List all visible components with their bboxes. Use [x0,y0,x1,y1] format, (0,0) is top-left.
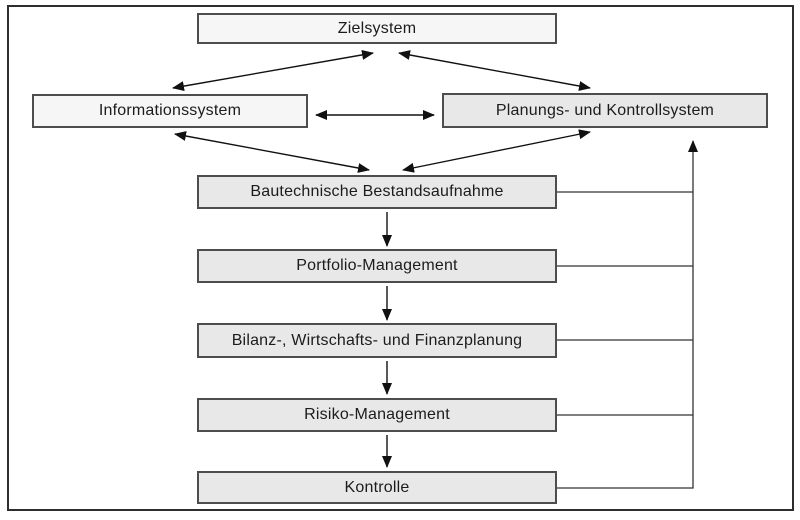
node-bautechnische-bestandsaufnahme-label: Bautechnische Bestandsaufnahme [250,183,504,200]
node-informationssystem-label: Informationssystem [98,102,242,119]
node-planungs-und-kontrollsystem: Planungs- und Kontrollsystem [442,93,768,128]
node-bilanz-wirtschafts-finanzplanung-label: Bilanz-, Wirtschafts- und Finanzplanung [231,331,523,349]
node-kontrolle: Kontrolle [197,471,557,504]
node-bautechnische-bestandsaufnahme: Bautechnische Bestandsaufnahme [197,175,557,209]
node-zielsystem: Zielsystem [197,13,557,44]
connector-planungssystem-bautechnische [402,129,591,173]
node-risiko-management-label: Risiko-Management [304,406,450,423]
connector-zielsystem-informationssystem [172,49,374,92]
node-portfolio-management-label: Portfolio-Management [296,257,458,274]
node-zielsystem-label: Zielsystem [337,19,417,37]
connector-zielsystem-planungssystem [398,50,591,91]
connector-informationssystem-bautechnische [174,131,370,173]
node-planungs-und-kontrollsystem-label: Planungs- und Kontrollsystem [495,101,715,119]
node-bilanz-wirtschafts-finanzplanung: Bilanz-, Wirtschafts- und Finanzplanung [197,323,557,358]
node-informationssystem: Informationssystem [32,94,308,128]
connector-feedback-to-planungssystem [557,141,693,489]
node-risiko-management: Risiko-Management [197,398,557,432]
node-portfolio-management: Portfolio-Management [197,249,557,283]
node-kontrolle-label: Kontrolle [344,478,410,496]
